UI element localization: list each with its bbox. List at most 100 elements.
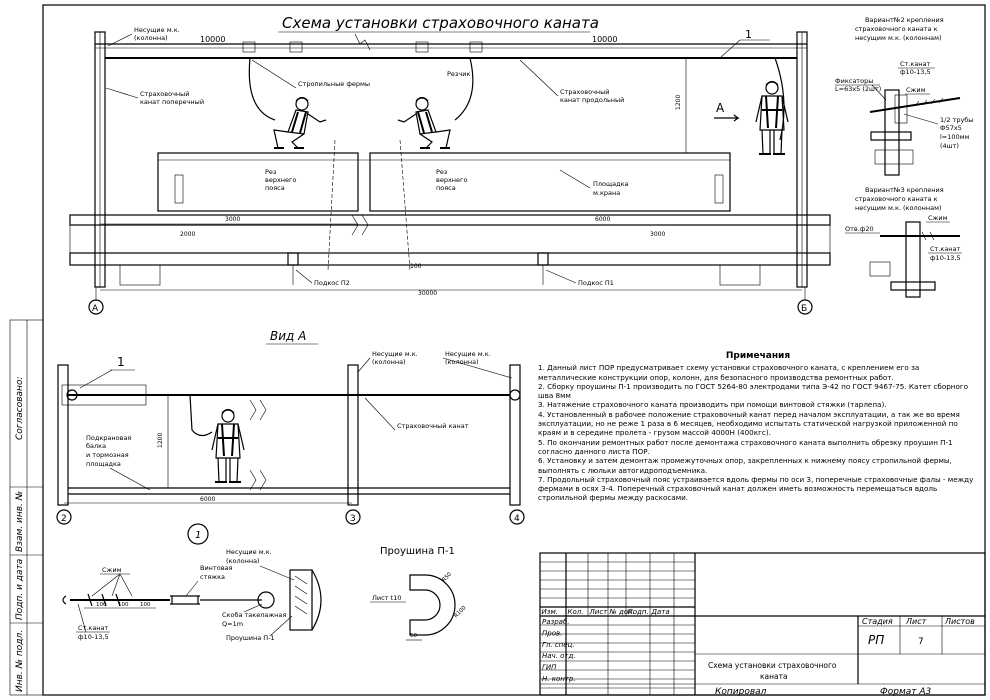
var3-rope-d: ф10-13,5 [930, 254, 961, 262]
detail-shackle: Скоба такелажная [222, 611, 286, 619]
var3-clamp: Сжим [928, 214, 948, 222]
stamp-name-1: Схема установки страховочного [708, 661, 837, 670]
drawing-title: Схема установки страховочного каната [282, 14, 599, 32]
var3-line1: Вариант№3 крепления [865, 186, 944, 194]
view-a-col2: Несущие м.к. [445, 350, 491, 358]
detail-dim-2: 100 [118, 602, 129, 608]
var2-rope-d: ф10-13,5 [900, 68, 931, 76]
var2-rope: Ст.канат [900, 60, 931, 68]
top-section: 10000 10000 3000 2000 6000 3000 100 3000… [69, 26, 831, 315]
label-trusses: Стропильные фермы [298, 80, 370, 88]
detail-clamp: Сжим [102, 566, 122, 574]
var2-pipe2: Ф57х5 [940, 124, 962, 132]
stamp-name-2: каната [760, 672, 788, 681]
var3-hole: Отв.ф20 [845, 225, 874, 233]
stamp-col-1: Кол. [568, 608, 584, 616]
axis-a-label: А [92, 304, 99, 314]
view-a-axis-3: 3 [350, 514, 356, 524]
variant-2-detail: Вариант№2 крепления страховочного каната… [835, 16, 973, 176]
stamp-row-4: ГИП [542, 664, 557, 672]
side-invp: Инв. № подл. [15, 630, 25, 692]
view-arrow-a: А [716, 101, 725, 115]
view-a-col1b: (колонна) [372, 358, 406, 366]
label-cut-left-2: верхнего [265, 176, 296, 184]
dim-2000: 2000 [180, 231, 195, 238]
lug-p1-detail: Проушина П-1 Лист t10 R50 R100 50 [370, 546, 468, 641]
crane-beam-hatch [69, 252, 831, 266]
sheet-border [42, 4, 986, 696]
detail-lug: Проушина П-1 [226, 634, 275, 642]
stamp-stage: Стадия [862, 617, 893, 626]
var2-pipe3: l=100мм [940, 133, 970, 141]
view-a-dim-6000: 6000 [200, 496, 215, 503]
rope-detail-1: 1 100 100 100 Сжим Винтовая стяжка Несущ… [62, 523, 322, 642]
view-a-beam-2: балка [86, 442, 106, 450]
label-load-column: Несущие м.к. [134, 26, 180, 34]
dim-3000: 3000 [225, 216, 240, 223]
var2-fix2: L=63x5 (2шт) [835, 85, 881, 93]
view-a-dim-1200: 1200 [157, 433, 164, 448]
detail-rope-d: ф10-13,5 [78, 633, 109, 641]
label-cut-left-1: Рез [265, 168, 277, 176]
label-cross-rope-2: канат поперечный [140, 98, 204, 106]
lug-sheet: Лист t10 [372, 594, 401, 602]
dim-3000b: 3000 [650, 231, 665, 238]
stamp-row-2: Гл. спец. [542, 641, 575, 649]
view-a-rope-label: Страховочный канат [397, 422, 469, 430]
label-long-rope-1: Страховочный [560, 88, 610, 96]
callout-1-top: 1 [745, 28, 752, 41]
detail-dim-3: 100 [140, 602, 151, 608]
worker-middle [397, 96, 451, 149]
note-6: 6. Установку и затем демонтаж промежуточ… [538, 456, 952, 475]
view-a-beam-4: площадка [86, 460, 121, 468]
dim-30000: 30000 [418, 290, 437, 297]
detail-q: Q=1m [222, 620, 243, 628]
label-long-rope-2: канат продольный [560, 96, 624, 104]
stamp-sheet-value: 7 [918, 637, 924, 647]
view-a-col1: Несущие м.к. [372, 350, 418, 358]
var2-pipe4: (4шт) [940, 142, 959, 150]
view-a-col2b: (колонна) [445, 358, 479, 366]
view-a-worker [211, 408, 245, 483]
view-a-callout: 1 [117, 355, 125, 369]
lug-title: Проушина П-1 [380, 546, 455, 557]
detail-tens-2: стяжка [200, 573, 225, 581]
label-platform-2: м.крана [593, 189, 620, 197]
dim-100: 100 [410, 263, 422, 270]
worker-left [273, 96, 327, 149]
side-inv: Взам. инв. № [15, 491, 25, 552]
notes-title: Примечания [725, 351, 791, 361]
note-3: 3. Натяжение страховочного каната произв… [538, 400, 887, 410]
var3-line2: страховочного каната к [855, 195, 938, 203]
detail-dim-1: 100 [96, 602, 107, 608]
var2-line2: страховочного каната к [855, 25, 938, 33]
detail-col-2: (колонна) [226, 557, 260, 565]
label-cross-rope-1: Страховочный [140, 90, 190, 98]
stamp-copied: Копировал [715, 687, 767, 697]
stamp-stage-value: РП [868, 633, 884, 647]
crane-beam [69, 214, 831, 226]
notes-block: Примечания 1. Данный лист ПОР предусматр… [538, 351, 978, 503]
label-load-column-2: (колонна) [134, 34, 168, 42]
note-4: 4. Установленный в рабочее положение стр… [538, 409, 960, 438]
var2-fix1: Фиксаторы [835, 77, 873, 85]
lug-w50: 50 [410, 633, 417, 639]
view-a-title: Вид А [270, 329, 306, 343]
view-a-axis-2: 2 [61, 514, 67, 524]
stamp-format: Формат А3 [880, 687, 932, 697]
dim-1200: 1200 [675, 95, 682, 110]
var2-clamp: Сжим [906, 86, 926, 94]
dim-6000: 6000 [595, 216, 610, 223]
detail-col-1: Несущие м.к. [226, 548, 272, 556]
note-2: 2. Сборку проушины П-1 производить по ГО… [538, 381, 969, 401]
lug-r50: R50 [441, 571, 453, 583]
label-cut-left-3: пояса [265, 184, 285, 192]
label-cutter: Резчик [447, 70, 470, 78]
strut-p2 [287, 252, 299, 266]
view-a-beam-1: Подкрановая [86, 434, 131, 442]
stamp-col-4: Подп. [628, 608, 649, 616]
stamp-row-1: Пров. [542, 629, 562, 637]
stamp-col-0: Изм. [542, 608, 558, 616]
